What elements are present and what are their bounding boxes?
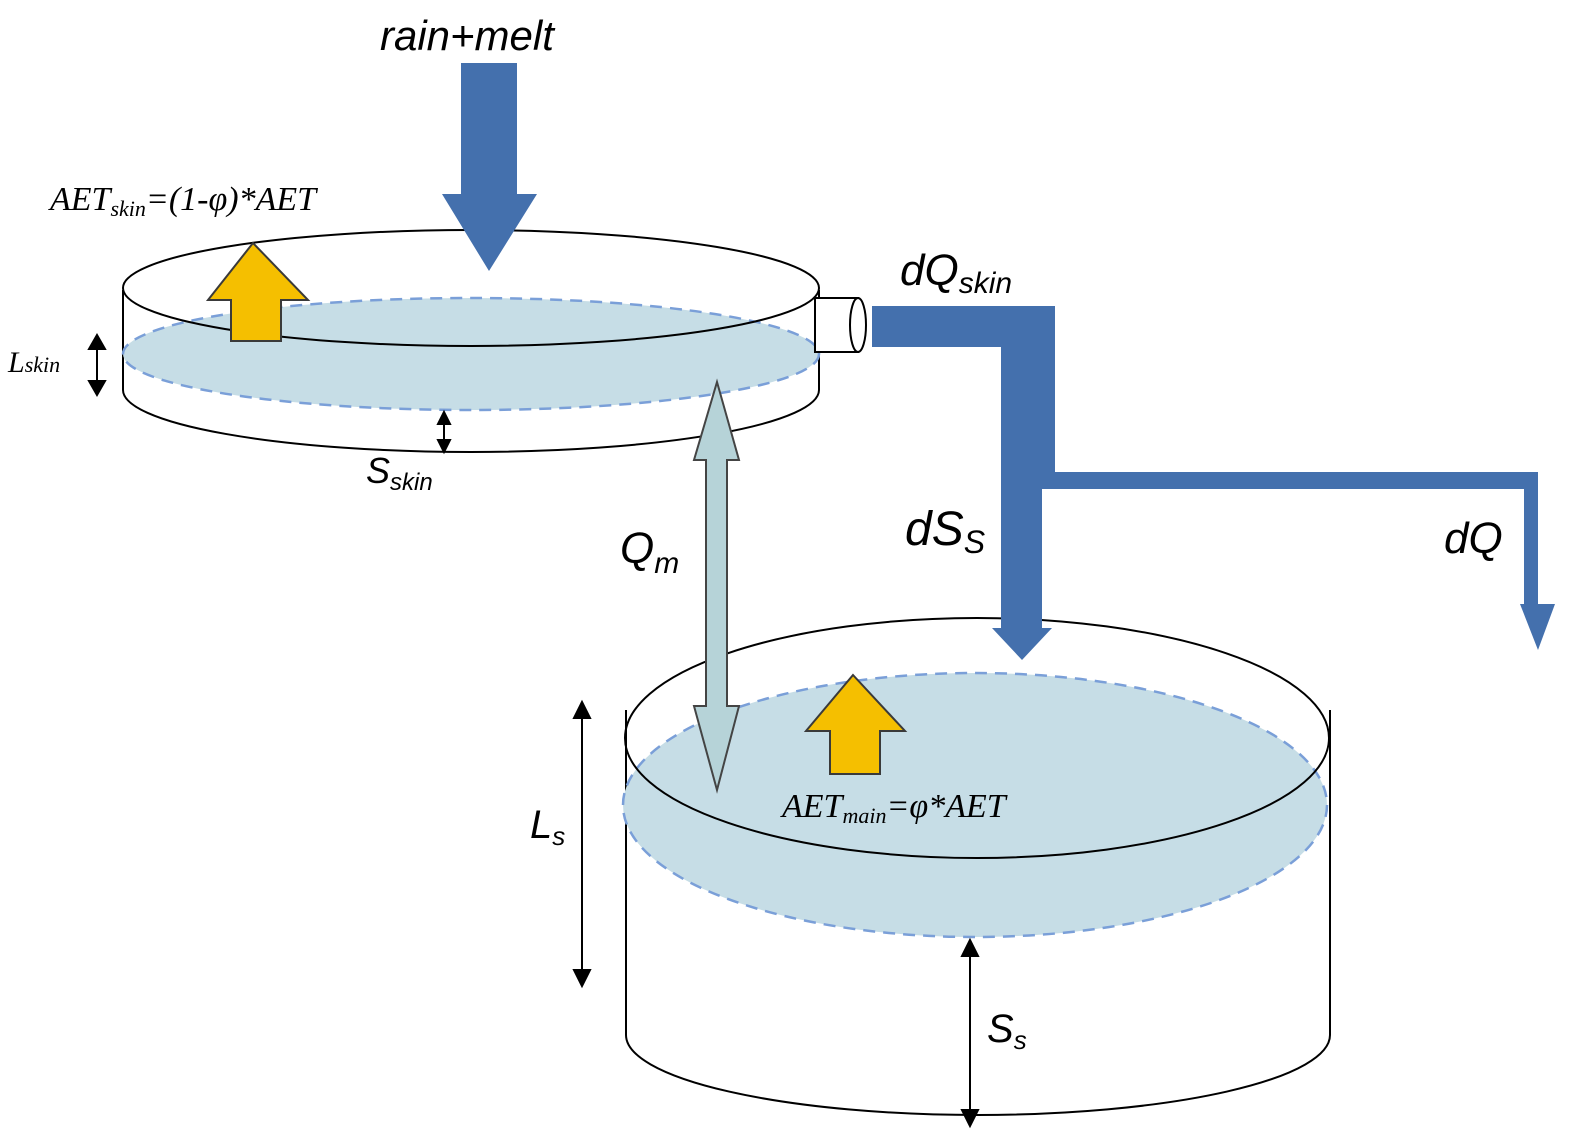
aet-main-label-sub: main xyxy=(842,803,886,828)
aet-skin-label: AETskin=(1-φ)*AET xyxy=(48,181,318,221)
l-s-arrowhead-bottom xyxy=(572,969,592,989)
s-skin-label-base: S xyxy=(366,450,390,491)
l-skin-label: Lskin xyxy=(7,346,60,379)
rain-melt-label: rain+melt xyxy=(380,12,556,59)
main-reservoir-water-surface xyxy=(621,671,1329,939)
ds-s-label-base: dS xyxy=(905,503,964,556)
ds-s-label: dSS xyxy=(905,503,985,560)
aet-main-label-rest: =φ*AET xyxy=(886,788,1007,825)
s-skin-arrowhead-bottom xyxy=(436,439,452,455)
outlet-pipe xyxy=(814,297,867,353)
aet-skin-label-base: AET xyxy=(48,181,113,218)
l-s-label-sub: s xyxy=(552,821,565,851)
dimension-arrows xyxy=(87,332,980,1129)
ds-s-label-sub: S xyxy=(964,524,985,560)
l-skin-arrowhead-bottom xyxy=(87,380,107,398)
s-s-arrowhead-bottom xyxy=(960,1109,980,1129)
s-skin-label: Sskin xyxy=(366,450,433,496)
s-s-label: Ss xyxy=(987,1007,1027,1055)
aet-skin-label-sub: skin xyxy=(110,196,145,221)
et-skin-up-arrow xyxy=(205,241,311,342)
s-s-label-sub: s xyxy=(1014,1025,1027,1055)
l-s-label-base: L xyxy=(530,803,552,847)
s-skin-arrowhead-top xyxy=(436,409,452,425)
dq-label: dQ xyxy=(1444,514,1503,563)
s-skin-label-sub: skin xyxy=(390,469,433,496)
qm-label-sub: m xyxy=(654,547,679,580)
aet-main-label: AETmain=φ*AET xyxy=(780,788,1008,828)
flow-arrows xyxy=(442,63,1555,660)
l-s-label: Ls xyxy=(530,803,565,851)
skin-reservoir-water-surface xyxy=(121,296,821,412)
dq-skin-label-base: dQ xyxy=(900,246,959,295)
s-s-label-base: S xyxy=(987,1007,1014,1051)
s-s-arrowhead-top xyxy=(960,937,980,957)
et-main-up-arrow xyxy=(803,673,908,775)
outlet-pipe-mouth xyxy=(849,297,867,353)
qm-label: Qm xyxy=(620,524,679,580)
aet-skin-label-rest: =(1-φ)*AET xyxy=(146,181,318,218)
l-skin-label-base: L xyxy=(7,346,25,379)
main-reservoir-rim xyxy=(624,617,1330,859)
l-skin-arrowhead-top xyxy=(87,332,107,350)
qm-exchange-arrow xyxy=(692,378,741,794)
dq-skin-label-sub: skin xyxy=(959,267,1012,300)
dq-skin-flow xyxy=(872,306,1555,660)
l-skin-label-sub: skin xyxy=(25,352,60,377)
qm-label-base: Q xyxy=(620,524,654,573)
rain-melt-arrow xyxy=(442,63,537,271)
main-reservoir xyxy=(621,617,1331,1116)
aet-main-label-base: AET xyxy=(780,788,845,825)
dq-skin-label: dQskin xyxy=(900,246,1012,300)
l-s-arrowhead-top xyxy=(572,699,592,719)
